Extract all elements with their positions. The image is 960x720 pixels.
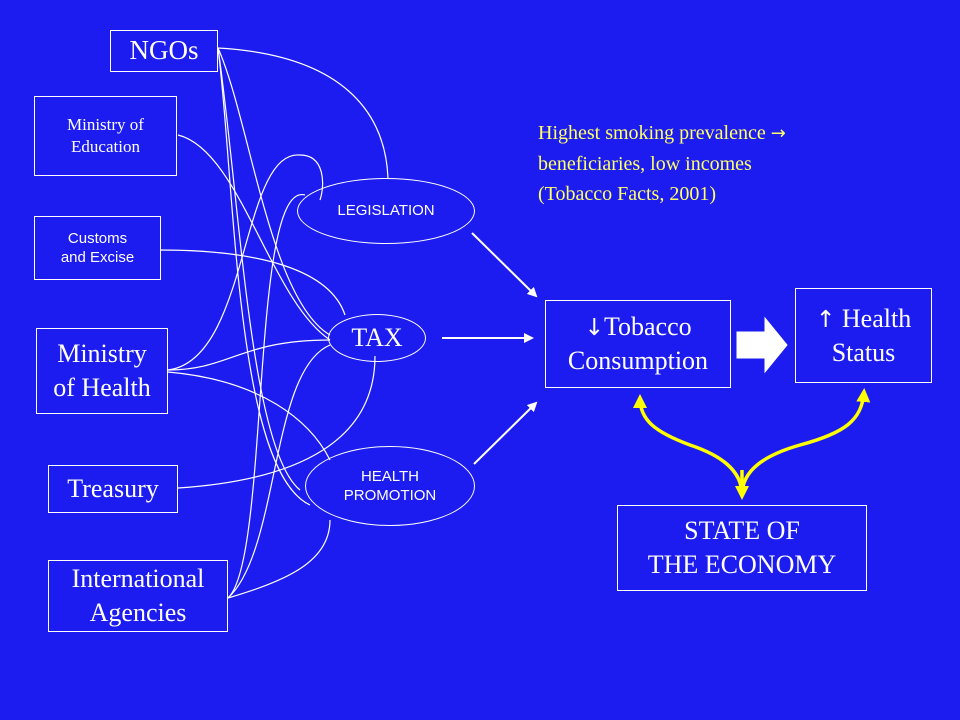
health-promotion-label: HEALTH PROMOTION [343,467,437,505]
arrow-legislation-tobacco [471,232,538,298]
right-arrow-icon: → [770,123,786,144]
economy-to-health-arrow [740,388,871,496]
note-line-3: (Tobacco Facts, 2001) [538,183,716,205]
treasury-box: Treasury [48,465,178,513]
curve-health-healthpromo [167,371,331,461]
health-status-box: ↑ Health Status [795,288,932,383]
curve-customs-tax [159,249,346,316]
international-agencies-box: International Agencies [48,560,228,632]
health-status-content: ↑ Health Status [816,302,911,370]
customs-and-excise-label: Customs and Excise [60,229,135,267]
tax-label: TAX [351,323,403,353]
treasury-label: Treasury [67,474,159,504]
ministry-of-health-label: Ministry of Health [53,339,151,402]
up-arrow-icon: ↑ [815,304,836,333]
arrow-healthpromo-tobacco [473,401,538,465]
block-arrow-icon [736,316,788,374]
legislation-oval: LEGISLATION [297,178,475,244]
smoking-prevalence-note: Highest smoking prevalence → beneficiari… [538,118,868,209]
curve-ngos-legislation [217,47,389,179]
ngos-label: NGOs [129,35,199,66]
economy-to-tobacco-arrow [633,394,744,496]
curve-ngos-healthpromo [217,47,301,491]
curve-health-tax [167,339,331,371]
curve-ngos-healthpromo-2 [217,47,311,506]
curve-intl-tax [227,344,331,599]
tobacco-consumption-label: Tobacco Consumption [567,312,709,375]
ngos-box: NGOs [110,30,218,72]
tobacco-consumption-content: ↓Tobacco Consumption [568,310,708,378]
health-status-label: Health Status [831,303,912,367]
ministry-of-education-box: Ministry of Education [34,96,177,176]
curve-intl-legislation [227,194,306,599]
customs-and-excise-box: Customs and Excise [34,216,161,280]
curve-treasury-tax [177,355,376,489]
curve-ngos-tax [217,47,331,336]
down-arrow-icon: ↓ [584,313,604,342]
legislation-label: LEGISLATION [337,202,435,220]
health-promotion-oval: HEALTH PROMOTION [305,446,475,526]
tobacco-consumption-box: ↓Tobacco Consumption [545,300,731,388]
note-line-2: beneficiaries, low incomes [538,153,752,175]
curve-intl-healthpromo [227,519,331,599]
tax-oval: TAX [328,314,426,362]
international-agencies-label: International Agencies [71,564,205,627]
state-of-economy-box: STATE OF THE ECONOMY [617,505,867,591]
state-of-economy-label: STATE OF THE ECONOMY [647,516,837,579]
economy-arrows [633,388,871,500]
note-line-1: Highest smoking prevalence → [538,122,786,144]
stakeholder-curves [159,47,389,599]
ministry-of-health-box: Ministry of Health [36,328,168,414]
ministry-of-education-label: Ministry of Education [67,114,144,156]
curve-education-tax [177,134,331,341]
curve-health-legislation [167,154,324,371]
